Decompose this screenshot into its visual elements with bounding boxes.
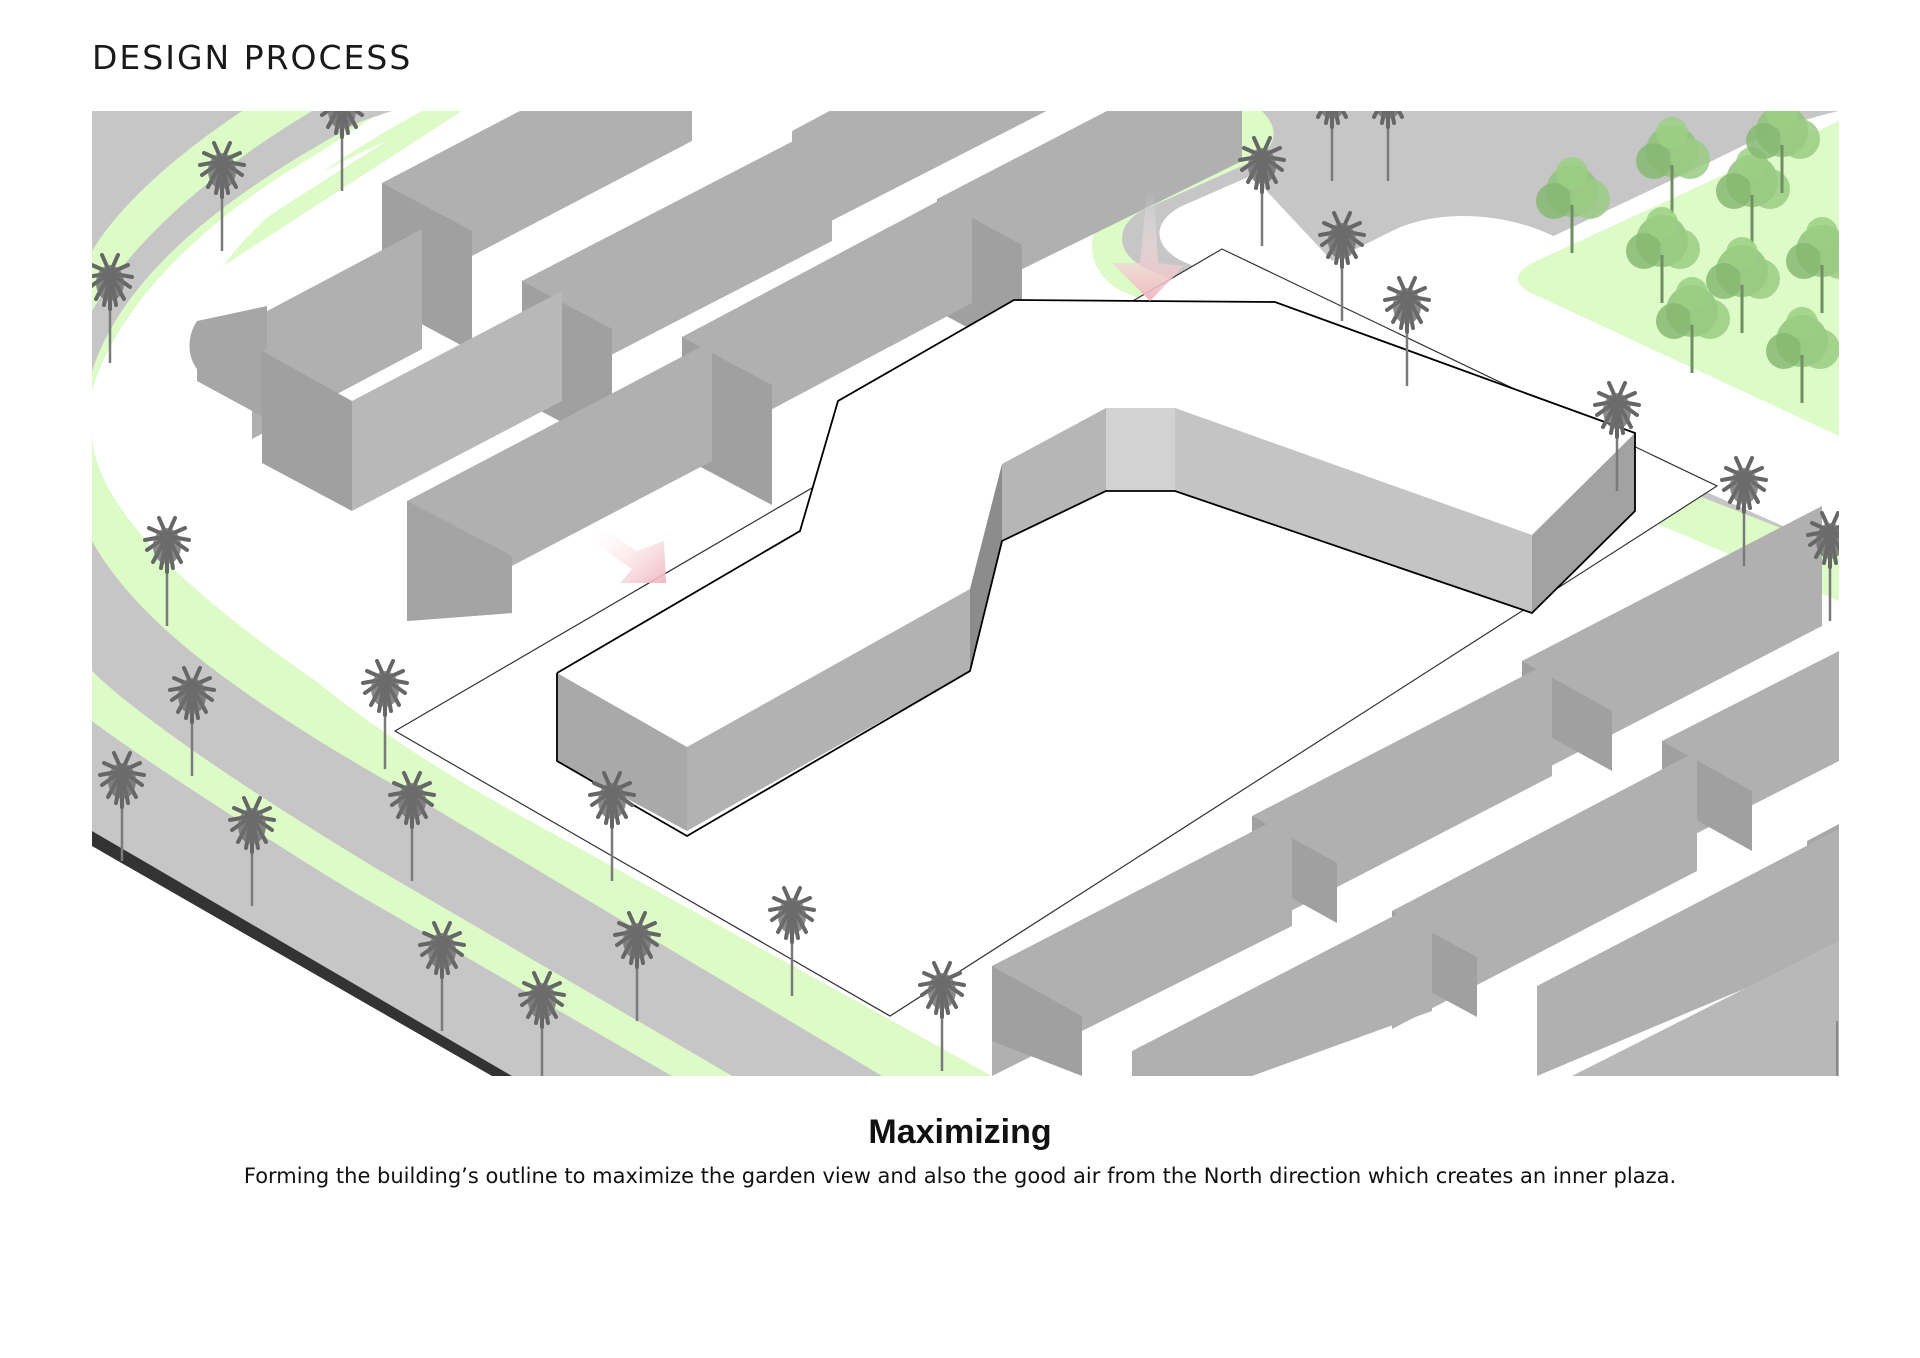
context-blocks-top [189,111,1242,621]
site-diagram [92,111,1839,1076]
road-diagonal-2 [92,721,672,1076]
page-title: DESIGN PROCESS [92,38,413,77]
wind-arrow-icon [592,521,666,583]
main-building [556,299,1636,838]
isometric-site-drawing [92,111,1839,1076]
sidewalk-curve [92,111,1102,1076]
green-upper-left [92,111,312,311]
caption-title: Maximizing [868,1113,1052,1151]
caption: Maximizing Forming the building’s outlin… [0,1112,1920,1190]
road-edge [92,831,512,1076]
context-blocks-bottom [992,506,1839,1076]
wind-arrow-icon [1112,191,1184,301]
road-corner [92,111,242,251]
caption-description: Forming the building’s outline to maximi… [243,1163,1677,1188]
